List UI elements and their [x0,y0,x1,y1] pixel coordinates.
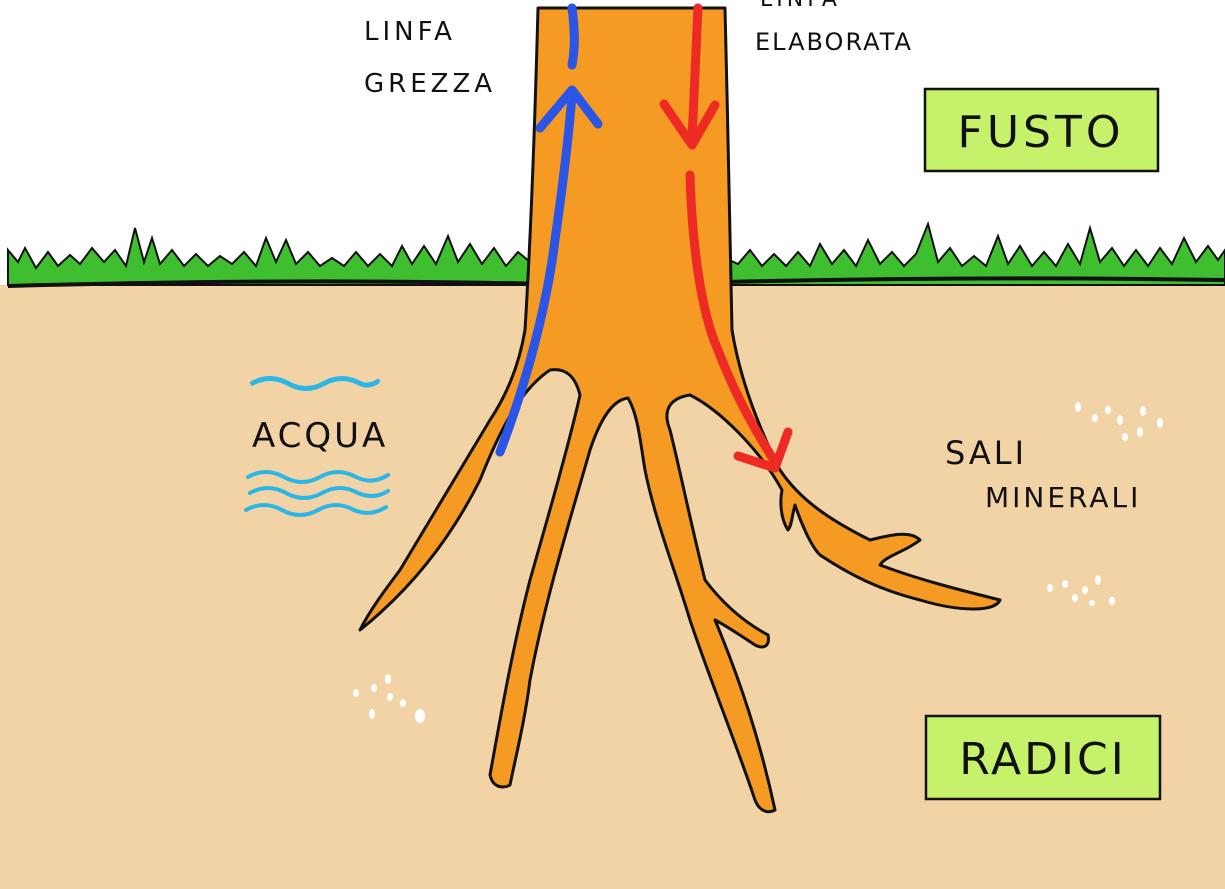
grass-right [725,224,1225,285]
linfa-elaborata-label-line1: LINFA [760,0,841,12]
linfa-grezza-label-line2: GREZZA [364,69,496,99]
fusto-label: FUSTO [958,107,1125,158]
acqua-label: ACQUA [252,416,388,456]
sali-minerali-label-line1: SALI [945,434,1027,472]
linfa-elaborata-label-line2: ELABORATA [755,28,913,56]
processed-sap-arrow-line-top [692,8,698,140]
radici-label: RADICI [959,734,1126,785]
sali-minerali-label-line2: MINERALI [985,481,1141,514]
grass-left [8,228,540,285]
raw-sap-arrow-line-top [572,8,574,65]
linfa-grezza-label-line1: LINFA [364,17,456,47]
